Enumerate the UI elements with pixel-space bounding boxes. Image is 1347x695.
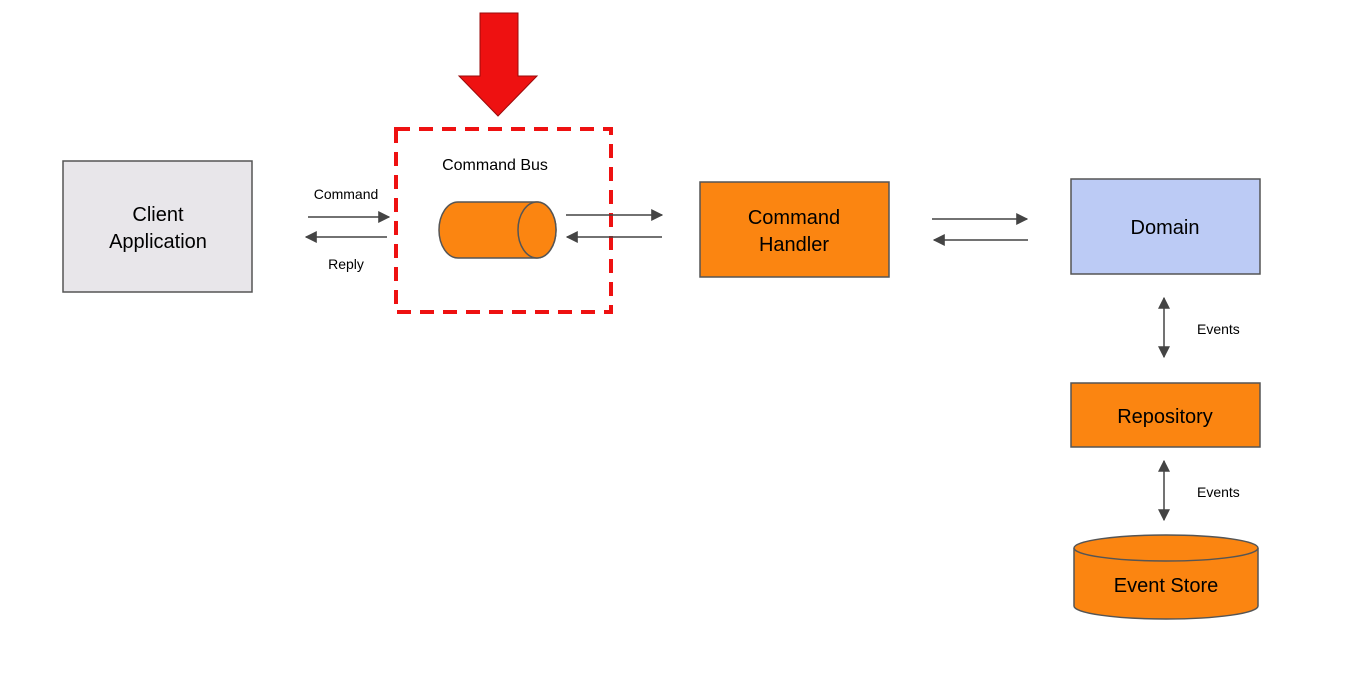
events-upper-label: Events — [1197, 321, 1240, 337]
client-application-label-line2: Application — [109, 231, 207, 253]
command-bus-pipe-icon[interactable] — [438, 201, 557, 259]
command-handler-node[interactable]: Command Handler — [699, 181, 890, 278]
repository-label: Repository — [1117, 406, 1213, 428]
pipe-end-cap — [517, 201, 557, 259]
client-application-node[interactable]: Client Application — [62, 160, 253, 293]
event-store-label: Event Store — [1114, 575, 1219, 597]
event-store-database-icon — [1073, 548, 1259, 620]
client-application-label-line1: Client — [132, 204, 184, 226]
repository-node[interactable]: Repository — [1070, 382, 1261, 448]
command-bus-label: Command Bus — [442, 157, 548, 174]
events-lower-label: Events — [1197, 484, 1240, 500]
command-edge-label: Command — [314, 186, 379, 202]
repository-box — [1070, 382, 1261, 448]
domain-box — [1070, 178, 1261, 275]
event-store-node[interactable]: Event Store — [1073, 534, 1259, 620]
command-handler-label-line2: Handler — [759, 234, 829, 256]
client-application-box — [62, 160, 253, 293]
command-handler-label-line1: Command — [748, 207, 840, 229]
command-handler-box — [699, 181, 890, 278]
reply-edge-label: Reply — [328, 256, 364, 272]
highlight-arrow-icon — [457, 12, 539, 117]
command-bus-highlight-frame — [394, 127, 613, 314]
domain-node[interactable]: Domain — [1070, 178, 1261, 275]
event-store-top — [1073, 534, 1259, 562]
domain-label: Domain — [1131, 217, 1200, 239]
